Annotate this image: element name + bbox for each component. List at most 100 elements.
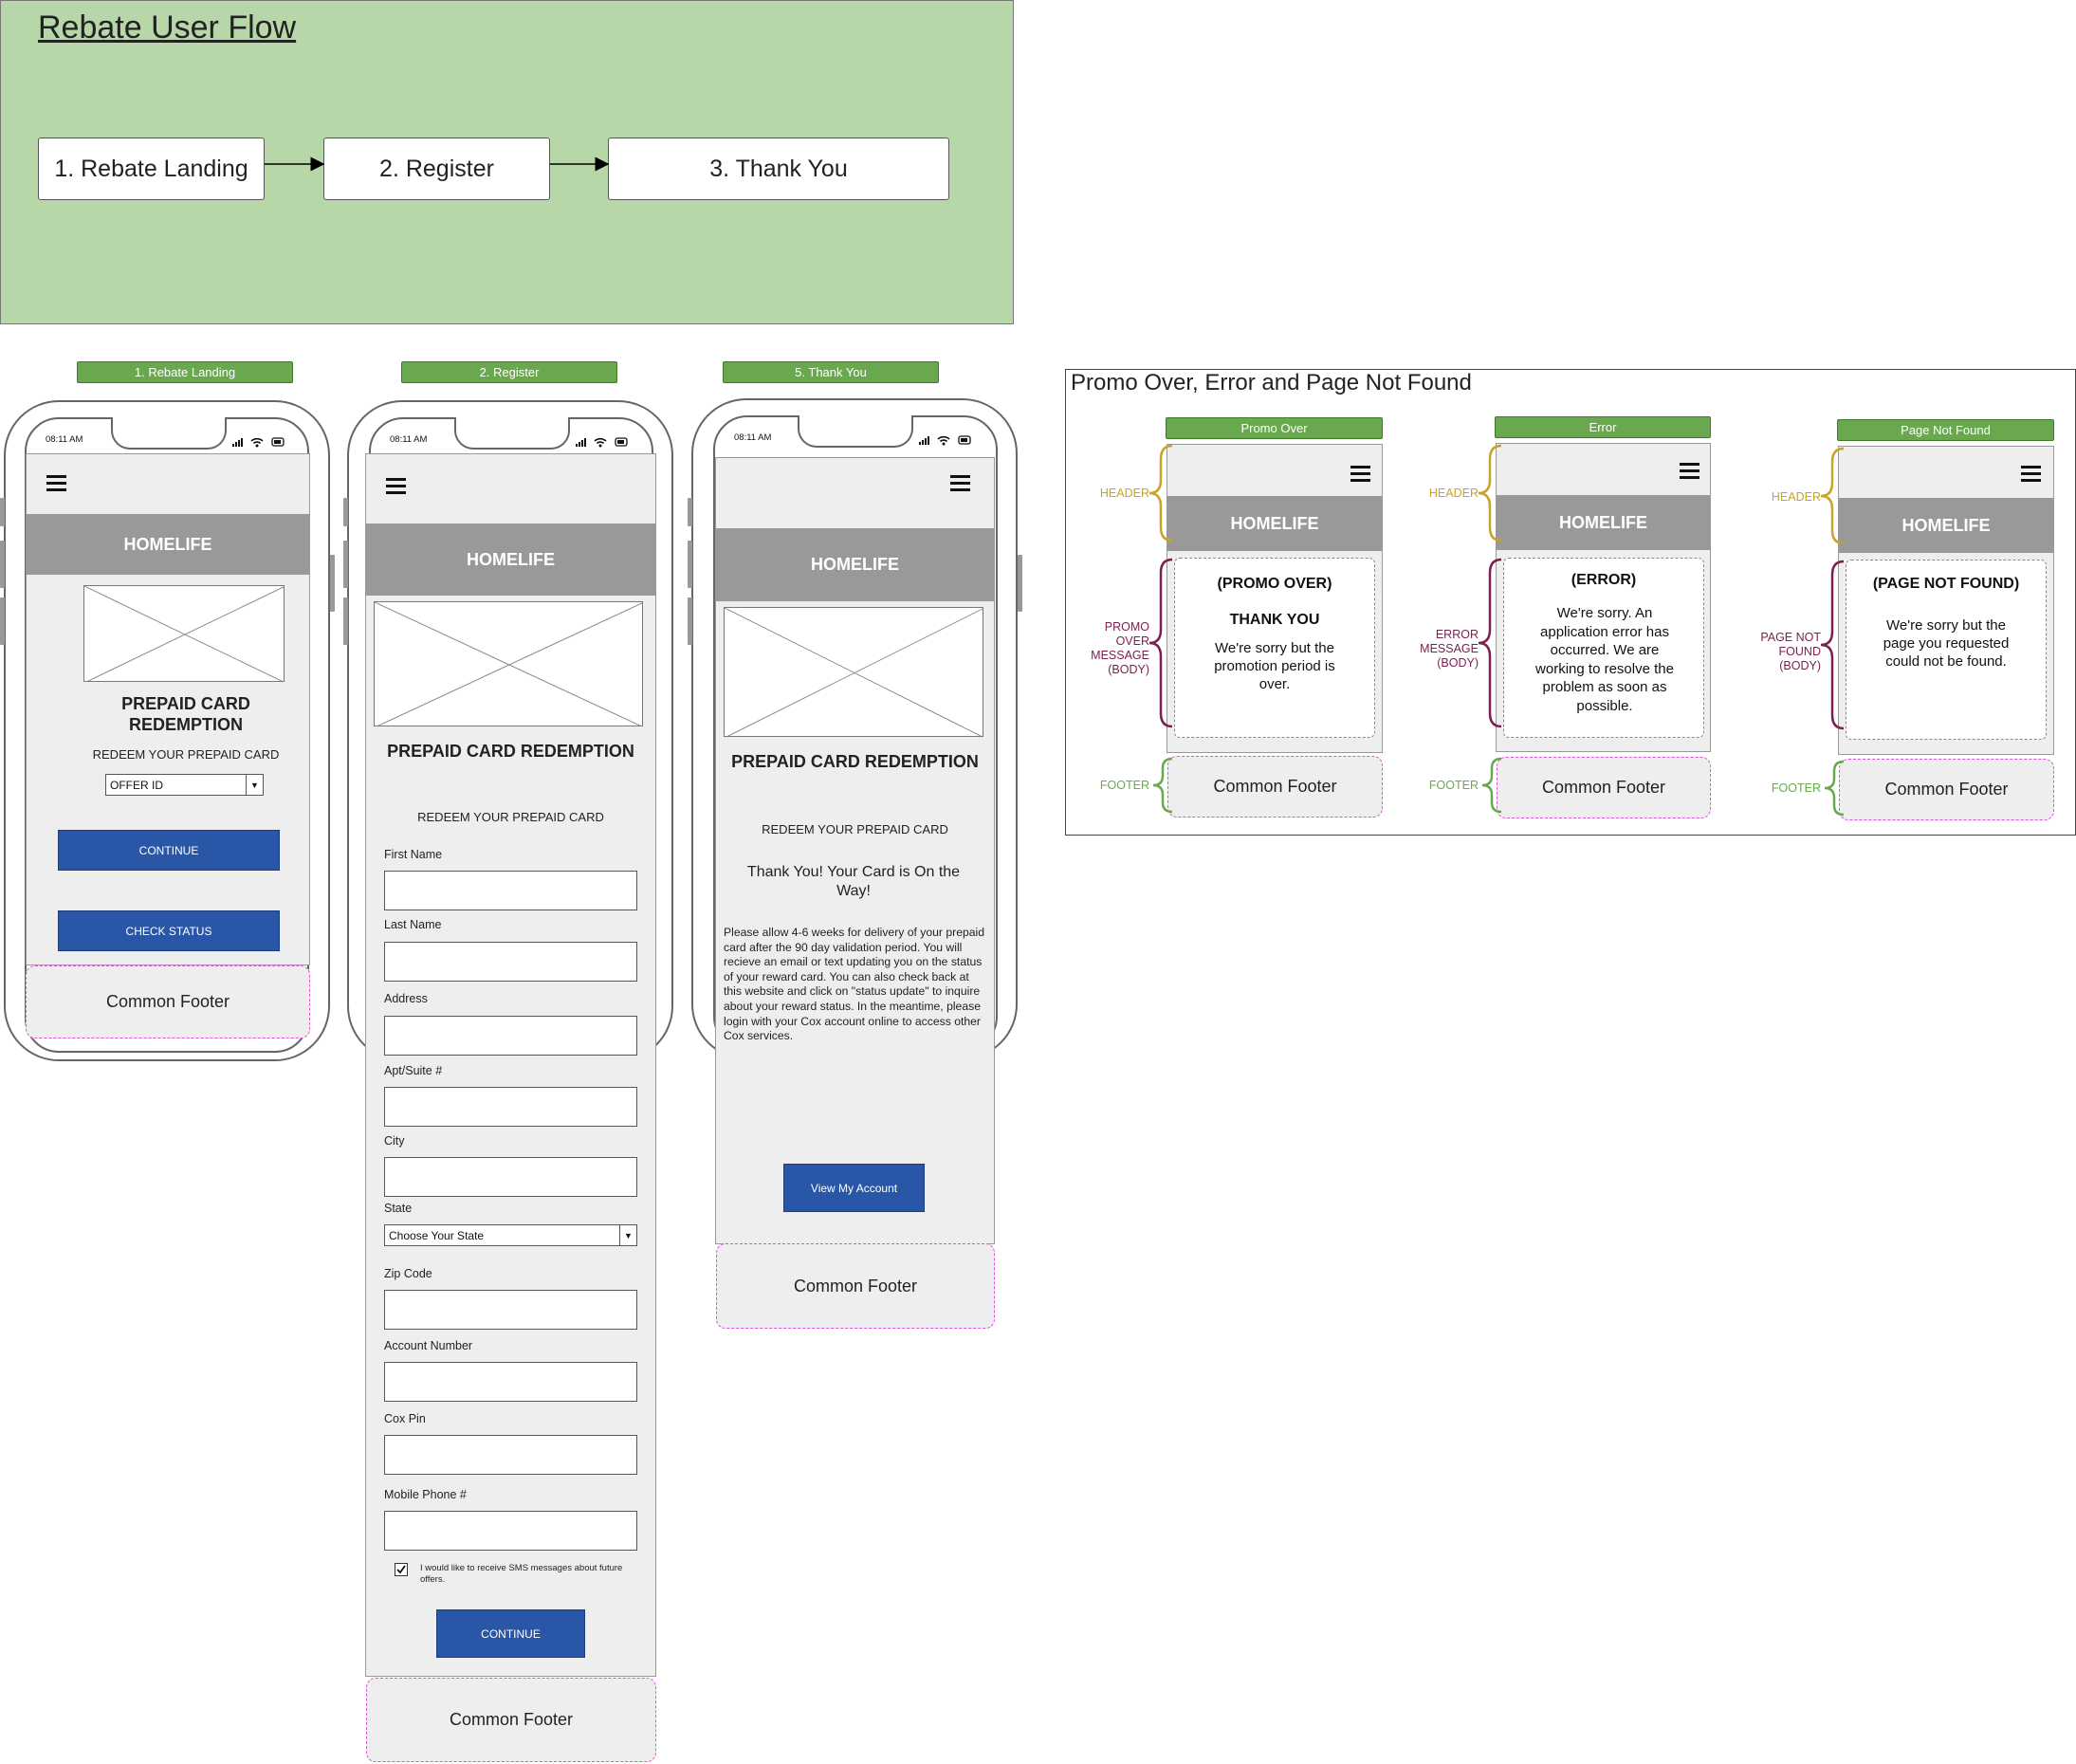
brand-banner: HOMELIFE [716,528,994,601]
screen-label-register: 2. Register [401,361,617,383]
city-field[interactable] [384,1157,637,1197]
first-name-label: First Name [384,848,443,861]
annotation-footer: FOOTER [1099,779,1149,792]
sms-optin-checkbox[interactable] [395,1563,408,1576]
common-footer: Common Footer [716,1243,995,1329]
zip-code-label: Zip Code [384,1267,432,1280]
annotation-header: HEADER [1428,487,1479,500]
checkmark-icon [396,1565,406,1574]
cox-pin-field[interactable] [384,1435,637,1475]
account-number-label: Account Number [384,1339,473,1352]
apt-suite-label: Apt/Suite # [384,1064,443,1077]
phone-side-button [688,498,692,526]
page-title: PREPAID CARD REDEMPTION [121,694,250,734]
brand-banner: HOMELIFE [1497,495,1710,550]
phone-notch [111,417,227,450]
annotation-notfound-body: PAGE NOT FOUND (BODY) [1760,631,1821,672]
status-icons [576,437,628,448]
annotation-error-body: ERROR MESSAGE (BODY) [1420,628,1479,670]
error-message [1503,558,1704,738]
hamburger-menu-icon[interactable] [1350,464,1372,485]
brand-banner: HOMELIFE [1839,498,2053,553]
zip-code-field[interactable] [384,1290,637,1330]
state-select[interactable]: Choose Your State ▼ [384,1224,637,1246]
continue-button[interactable]: CONTINUE [58,830,280,871]
thank-you-heading: Thank You! Your Card is On the Way! [746,864,961,899]
error-heading: (ERROR) [1571,572,1637,588]
view-my-account-button[interactable]: View My Account [783,1164,925,1212]
common-footer: Common Footer [26,965,310,1038]
page-not-found-heading: (PAGE NOT FOUND) [1872,576,2020,592]
hamburger-menu-icon[interactable] [949,473,972,494]
cox-pin-label: Cox Pin [384,1412,426,1425]
screen-label-page-not-found: Page Not Found [1837,419,2054,441]
common-footer: Common Footer [366,1678,656,1762]
last-name-field[interactable] [384,942,637,982]
hamburger-menu-icon[interactable] [385,476,408,497]
phone-side-button [0,498,5,526]
phone-side-button [343,597,348,645]
annotation-footer: FOOTER [1771,781,1821,795]
address-field[interactable] [384,1016,637,1056]
phone-side-button [343,498,348,526]
screen-label-promo-over: Promo Over [1166,417,1383,439]
screen-label-error: Error [1495,416,1711,438]
first-name-field[interactable] [384,871,637,910]
phone-side-button [688,541,692,588]
status-icons [232,437,285,448]
account-number-field[interactable] [384,1362,637,1402]
promo-over-message [1174,558,1375,738]
brand-banner: HOMELIFE [1167,496,1382,551]
thank-you-body: Please allow 4-6 weeks for delivery of y… [724,926,985,1043]
screen-label-thank-you: 5. Thank You [723,361,939,383]
screen-label-rebate-landing: 1. Rebate Landing [77,361,293,383]
error-text: We're sorry. An application error has oc… [1535,605,1674,714]
flow-title: Rebate User Flow [38,9,297,46]
phone-side-button [0,597,5,645]
phone-side-button [330,555,335,612]
common-footer: Common Footer [1497,757,1711,818]
offer-id-placeholder: OFFER ID [110,778,163,792]
common-footer: Common Footer [1167,756,1383,818]
status-time: 08:11 AM [46,434,83,445]
status-icons [919,435,971,446]
page-subtitle: REDEEM YOUR PREPAID CARD [417,810,604,824]
page-title: PREPAID CARD REDEMPTION [387,742,634,761]
promo-over-heading: (PROMO OVER) [1217,576,1332,592]
annotation-header: HEADER [1771,490,1821,504]
annotation-promo-body: PROMO OVER MESSAGE (BODY) [1091,620,1149,676]
apt-suite-field[interactable] [384,1087,637,1127]
offer-id-select[interactable]: OFFER ID ▼ [105,774,264,796]
page-not-found-text: We're sorry but the page you requested c… [1883,617,2010,670]
flow-arrows [265,156,610,172]
last-name-label: Last Name [384,918,442,931]
status-time: 08:11 AM [734,432,772,443]
promo-over-subheading: THANK YOU [1229,612,1320,628]
annotation-header: HEADER [1099,487,1149,500]
page-not-found-message [1846,560,2047,740]
hamburger-menu-icon[interactable] [46,473,68,494]
state-select-value: Choose Your State [389,1228,485,1242]
brand-banner: HOMELIFE [366,524,655,596]
phone-side-button [0,541,5,588]
page-subtitle: REDEEM YOUR PREPAID CARD [92,747,280,762]
status-time: 08:11 AM [390,434,428,445]
city-label: City [384,1134,405,1148]
continue-button[interactable]: CONTINUE [436,1609,585,1658]
check-status-button[interactable]: CHECK STATUS [58,910,280,951]
promo-over-text: We're sorry but the promotion period is … [1214,640,1335,692]
hamburger-menu-icon[interactable] [2020,464,2043,485]
common-footer: Common Footer [1839,759,2054,820]
phone-side-button [688,597,692,645]
flow-step-rebate-landing: 1. Rebate Landing [38,138,265,200]
image-placeholder [724,607,983,737]
hamburger-menu-icon[interactable] [1679,461,1701,482]
mobile-phone-field[interactable] [384,1511,637,1551]
phone-notch [454,417,570,450]
image-placeholder [83,585,285,682]
flow-step-register: 2. Register [323,138,550,200]
phone-side-button [1018,555,1022,612]
annotation-footer: FOOTER [1428,779,1479,792]
image-placeholder [374,601,643,726]
state-label: State [384,1202,413,1215]
